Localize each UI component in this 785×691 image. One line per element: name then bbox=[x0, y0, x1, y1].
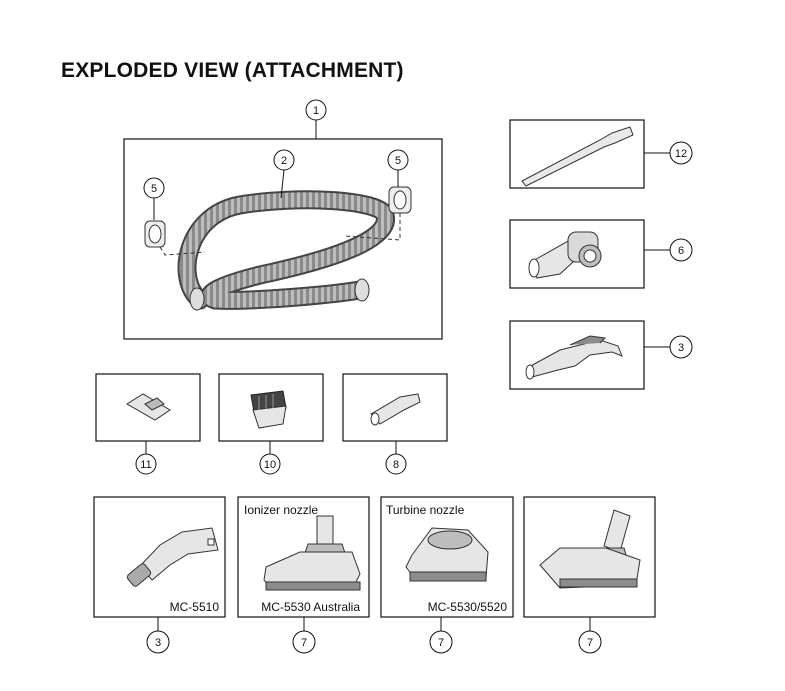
callout-1-text: 1 bbox=[313, 105, 319, 117]
callout-7-turbine-text: 7 bbox=[438, 637, 444, 649]
upholstery-tool-panel bbox=[95, 373, 201, 454]
callout-2-text: 2 bbox=[281, 155, 287, 167]
callout-12-text: 12 bbox=[675, 148, 687, 160]
callout-7-turbine: 7 bbox=[429, 630, 453, 654]
callout-11-text: 11 bbox=[140, 459, 151, 471]
crevice-tool-panel bbox=[342, 373, 448, 454]
handle-5510-panel: MC-5510 bbox=[93, 496, 226, 631]
callout-5-right-text: 5 bbox=[395, 155, 401, 167]
elbow-panel bbox=[509, 219, 670, 289]
ionizer-nozzle-panel: Ionizer nozzle MC-5530 Australia bbox=[237, 496, 370, 631]
ionizer-caption: Ionizer nozzle bbox=[244, 503, 318, 517]
handle-panel bbox=[509, 320, 670, 390]
page-title: EXPLODED VIEW (ATTACHMENT) bbox=[61, 59, 404, 82]
hose-cuff-right bbox=[344, 186, 412, 241]
model-label-5510: MC-5510 bbox=[170, 600, 220, 614]
callout-6: 6 bbox=[669, 238, 693, 262]
wand-panel bbox=[509, 119, 670, 189]
callout-3-right: 3 bbox=[669, 335, 693, 359]
callout-12: 12 bbox=[669, 141, 693, 165]
turbine-nozzle-panel: Turbine nozzle MC-5530/5520 bbox=[380, 496, 514, 631]
callout-11: 11 bbox=[135, 453, 157, 475]
model-label-ionizer: MC-5530 Australia bbox=[261, 600, 360, 614]
callout-8-text: 8 bbox=[393, 459, 399, 471]
callout-7-floor: 7 bbox=[578, 630, 602, 654]
callout-6-text: 6 bbox=[678, 245, 684, 257]
hose-assembly-panel bbox=[123, 120, 443, 340]
model-label-turbine: MC-5530/5520 bbox=[428, 600, 508, 614]
callout-7-ionizer-text: 7 bbox=[301, 637, 307, 649]
turbine-caption: Turbine nozzle bbox=[386, 503, 465, 517]
callout-10: 10 bbox=[259, 453, 281, 475]
callout-7-ionizer: 7 bbox=[292, 630, 316, 654]
callout-7-floor-text: 7 bbox=[587, 637, 593, 649]
callout-5-left: 5 bbox=[143, 177, 165, 220]
callout-3-bottom-text: 3 bbox=[155, 637, 161, 649]
callout-2: 2 bbox=[273, 149, 295, 199]
floor-nozzle-panel bbox=[523, 496, 656, 631]
callout-10-text: 10 bbox=[264, 459, 276, 471]
hose-illustration bbox=[177, 190, 395, 311]
callout-8: 8 bbox=[385, 453, 407, 475]
callout-3-bottom: 3 bbox=[146, 630, 170, 654]
callout-3-right-text: 3 bbox=[678, 342, 684, 354]
callout-5-right: 5 bbox=[387, 149, 409, 187]
dusting-brush-panel bbox=[218, 373, 324, 454]
hose-cuff-left bbox=[144, 220, 206, 256]
callout-1: 1 bbox=[305, 99, 327, 121]
callout-5-left-text: 5 bbox=[151, 183, 157, 195]
